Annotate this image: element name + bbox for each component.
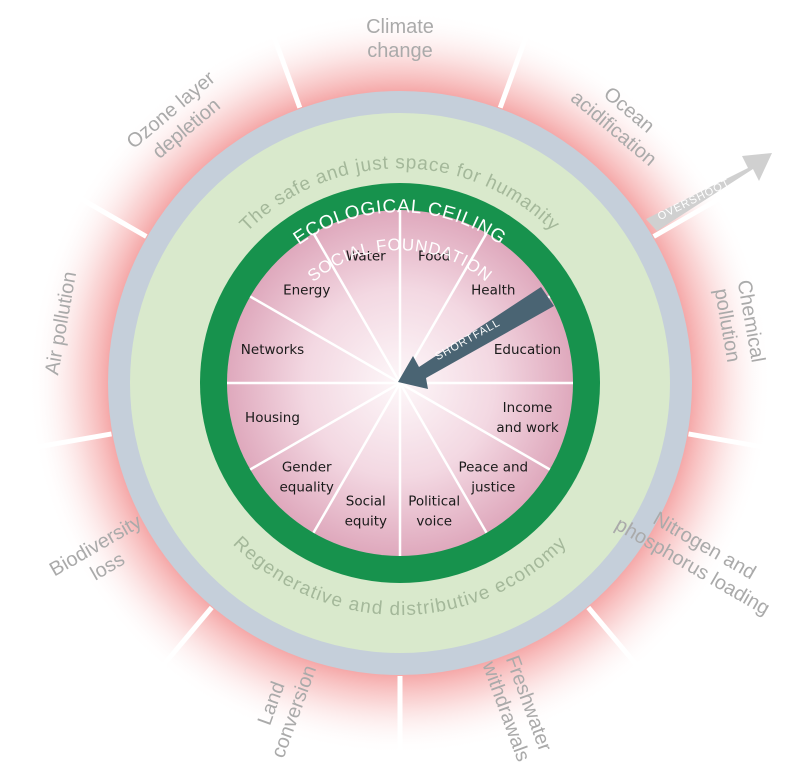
ceiling-dividers — [10, 10, 790, 765]
foundation-divider — [249, 381, 401, 471]
ceiling-dimension-line: change — [367, 40, 433, 62]
foundation-dimension-label: Gender equality — [279, 459, 334, 495]
foundation-dimension-line: Peace and — [458, 459, 528, 475]
foundation-dimension-label: Energy — [283, 283, 330, 299]
foundation-dimension-line: Education — [494, 342, 561, 358]
foundation-dimension-label: Political voice — [408, 494, 460, 530]
ceiling-divider — [497, 10, 538, 109]
foundation-dimension-line: Political — [408, 494, 460, 510]
foundation-dimension-label: Income and work — [496, 400, 559, 436]
foundation-dimension-line: Food — [418, 249, 450, 265]
ceiling-divider — [652, 183, 744, 239]
foundation-divider — [249, 295, 401, 385]
foundation-dimension-line: justice — [470, 479, 515, 495]
foundation-dimension-label: Food — [418, 249, 450, 265]
foundation-dimension-line: equity — [345, 514, 387, 530]
foundation-dimension-label: Housing — [245, 410, 300, 426]
ceiling-divider — [688, 431, 790, 455]
ceiling-divider — [586, 605, 656, 688]
foundation-dimension-line: Gender — [282, 459, 332, 475]
foundation-divider — [312, 382, 402, 534]
foundation-dimension-line: Housing — [245, 410, 300, 426]
foundation-dimension-label: Networks — [241, 342, 304, 358]
foundation-divider — [312, 232, 402, 384]
foundation-dimension-label: Peace and justice — [458, 459, 528, 495]
foundation-dimension-label: Social equity — [345, 494, 387, 530]
ceiling-divider — [56, 183, 148, 239]
foundation-dimension-line: Social — [346, 494, 386, 510]
ceiling-divider — [262, 10, 303, 109]
foundation-dimension-line: voice — [416, 514, 452, 530]
foundation-dimension-line: and work — [496, 420, 559, 436]
foundation-dimension-label: Water — [346, 249, 386, 265]
foundation-divider — [399, 381, 551, 471]
foundation-dimension-line: Energy — [283, 283, 330, 299]
ceiling-divider — [10, 431, 112, 455]
foundation-dimension-line: Health — [471, 283, 515, 299]
foundation-dimension-line: Networks — [241, 342, 304, 358]
foundation-divider — [398, 382, 488, 534]
foundation-dimension-label: Health — [471, 283, 515, 299]
ceiling-divider — [144, 605, 214, 688]
foundation-dimension-line: Income — [503, 400, 553, 416]
ceiling-dimension-line: Climate — [366, 16, 434, 38]
foundation-dimension-label: Education — [494, 342, 561, 358]
foundation-dimension-line: equality — [279, 479, 334, 495]
foundation-divider — [398, 232, 488, 384]
foundation-dimension-line: Water — [346, 249, 386, 265]
